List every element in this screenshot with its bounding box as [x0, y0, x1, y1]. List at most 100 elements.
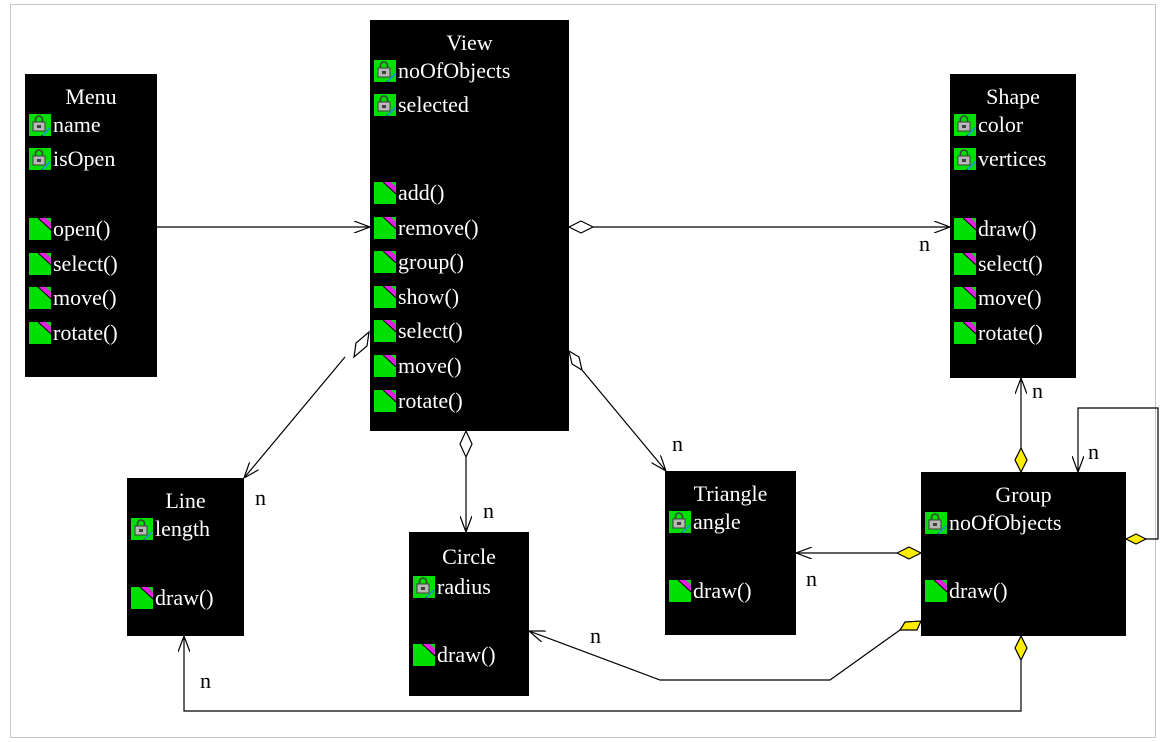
- operation-icon: [29, 321, 52, 344]
- operation-icon: [131, 586, 154, 609]
- attribute-label: noOfObjects: [949, 510, 1062, 535]
- class-name: View: [446, 30, 493, 55]
- attribute-row[interactable]: angle: [669, 507, 741, 537]
- operation-row[interactable]: open(): [29, 214, 110, 244]
- multiplicity-view-circle: n: [483, 498, 494, 523]
- aggregation-diamond-view-triangle: [568, 349, 583, 372]
- operation-icon: [374, 354, 397, 377]
- composition-diamond-group-shape: [1014, 446, 1028, 474]
- attribute-label: angle: [693, 509, 741, 534]
- operation-row[interactable]: select(): [29, 249, 118, 279]
- operation-label: add(): [398, 180, 445, 205]
- operation-label: select(): [978, 250, 1043, 276]
- operation-row[interactable]: select(): [954, 249, 1043, 279]
- attribute-row[interactable]: vertices: [954, 144, 1046, 174]
- attribute-label: isOpen: [53, 146, 116, 171]
- class-name: Menu: [65, 84, 117, 109]
- operation-label: rotate(): [978, 319, 1043, 345]
- multiplicity-view-shape: n: [919, 231, 930, 256]
- operation-row[interactable]: rotate(): [374, 386, 463, 416]
- operation-label: move(): [398, 353, 462, 378]
- operation-row[interactable]: draw(): [925, 576, 1008, 606]
- aggregation-diamond-view-line: [353, 330, 370, 359]
- operation-row[interactable]: select(): [374, 316, 463, 346]
- aggregation-diamond-view-shape: [567, 220, 595, 234]
- operation-icon: [669, 579, 692, 602]
- private-attribute-lock-icon: [954, 148, 976, 170]
- operation-row[interactable]: rotate(): [954, 318, 1043, 348]
- operation-row[interactable]: move(): [374, 351, 462, 381]
- class-line[interactable]: Line length draw(): [127, 478, 244, 636]
- operation-icon: [374, 320, 397, 343]
- operation-icon: [954, 252, 977, 275]
- operation-label: draw(): [155, 585, 214, 610]
- multiplicity-group-line: n: [200, 668, 211, 693]
- operation-row[interactable]: remove(): [374, 213, 479, 243]
- operation-label: remove(): [398, 214, 479, 240]
- class-name: Shape: [986, 84, 1040, 109]
- operation-icon: [374, 216, 397, 239]
- operation-label: draw(): [978, 216, 1037, 241]
- composition-diamond-group-self: [1124, 533, 1148, 545]
- attribute-row[interactable]: name: [29, 110, 101, 140]
- operation-row[interactable]: draw(): [669, 576, 752, 606]
- aggregation-diamond-view-circle: [459, 429, 473, 459]
- attribute-label: vertices: [978, 146, 1047, 171]
- operation-row[interactable]: move(): [29, 283, 117, 313]
- composition-diamond-group-triangle: [895, 546, 923, 560]
- operation-icon: [954, 217, 977, 240]
- multiplicity-group-shape: n: [1032, 378, 1043, 403]
- private-attribute-lock-icon: [925, 512, 947, 534]
- operation-icon: [925, 579, 948, 602]
- operation-icon: [374, 285, 397, 308]
- operation-label: rotate(): [398, 387, 463, 413]
- private-attribute-lock-icon: [669, 511, 691, 533]
- operation-icon: [29, 252, 52, 275]
- operation-label: move(): [53, 285, 117, 311]
- connector-view-line: [244, 356, 346, 478]
- operation-row[interactable]: rotate(): [29, 318, 118, 348]
- operation-label: draw(): [693, 578, 752, 603]
- attribute-row[interactable]: isOpen: [29, 144, 115, 174]
- multiplicity-group-self: n: [1088, 439, 1099, 464]
- diagram-frame: [10, 4, 1156, 738]
- connector-group-line: [184, 636, 1022, 712]
- attribute-row[interactable]: noOfObjects: [374, 56, 510, 86]
- operation-row[interactable]: show(): [374, 282, 459, 312]
- operation-row[interactable]: draw(): [131, 583, 214, 613]
- attribute-label: name: [53, 112, 101, 137]
- operation-row[interactable]: group(): [374, 247, 464, 277]
- operation-label: draw(): [437, 642, 496, 667]
- attribute-label: radius: [437, 574, 491, 599]
- operation-icon: [374, 389, 397, 412]
- operation-icon: [374, 250, 397, 274]
- operation-row[interactable]: draw(): [954, 214, 1037, 244]
- operation-icon: [954, 286, 977, 310]
- class-menu[interactable]: Menu name isOpen open() select() move() rotate…: [25, 74, 157, 377]
- connector-view-triangle: [581, 369, 666, 471]
- attribute-row[interactable]: color: [954, 110, 1023, 140]
- attribute-row[interactable]: noOfObjects: [925, 508, 1061, 538]
- operation-row[interactable]: draw(): [413, 640, 496, 670]
- operation-label: select(): [398, 318, 463, 344]
- attribute-row[interactable]: length: [131, 514, 210, 544]
- attribute-label: selected: [398, 92, 469, 117]
- operation-row[interactable]: move(): [954, 283, 1042, 313]
- private-attribute-lock-icon: [413, 576, 435, 598]
- operation-label: show(): [398, 283, 460, 309]
- class-circle[interactable]: Circle radius draw(): [409, 532, 529, 696]
- attribute-label: length: [155, 516, 210, 541]
- operation-label: move(): [978, 285, 1042, 311]
- private-attribute-lock-icon: [29, 148, 51, 170]
- operation-row[interactable]: add(): [374, 178, 444, 208]
- class-name: Line: [165, 488, 206, 513]
- operation-icon: [954, 321, 977, 344]
- attribute-row[interactable]: selected: [374, 90, 469, 120]
- class-name: Circle: [442, 544, 496, 569]
- operation-label: rotate(): [53, 319, 118, 345]
- attribute-row[interactable]: radius: [413, 572, 491, 602]
